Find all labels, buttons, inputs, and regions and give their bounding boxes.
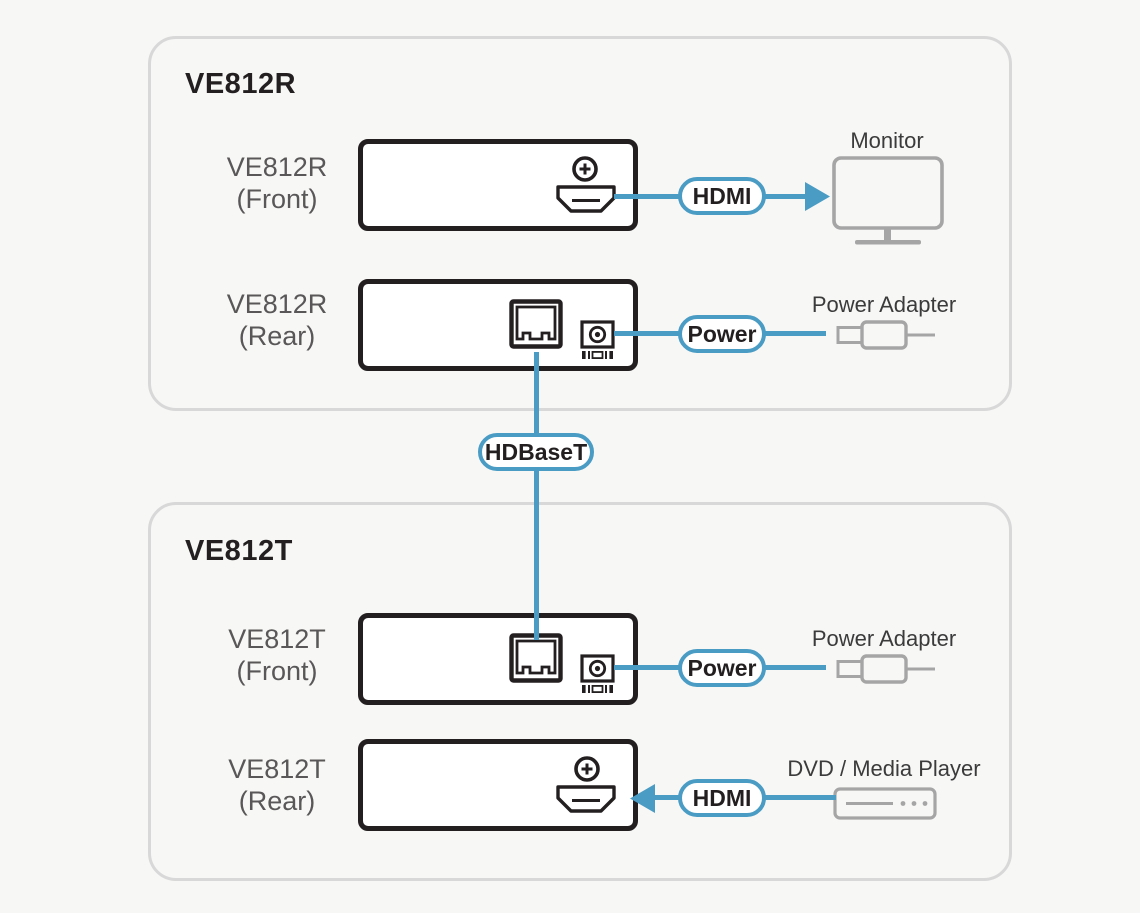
power-badge: Power — [678, 649, 766, 687]
power-cable-line — [614, 331, 682, 336]
arrow-right-icon — [805, 182, 830, 211]
row-label-line1: VE812T — [228, 754, 326, 784]
hdmi-cable-line — [764, 194, 808, 199]
power-cable-line — [764, 665, 826, 670]
row-label-ve812r-front: VE812R (Front) — [177, 151, 377, 215]
row-label-line1: VE812R — [226, 152, 328, 182]
hdmi-badge: HDMI — [678, 779, 766, 817]
panel-ve812r-title: VE812R — [185, 68, 297, 100]
power-badge: Power — [678, 315, 766, 353]
power-cable-line — [764, 331, 826, 336]
row-label-ve812t-front: VE812T (Front) — [177, 623, 377, 687]
rj45-port-icon — [509, 299, 563, 349]
rj45-port-icon — [509, 633, 563, 683]
power-adapter-icon — [836, 654, 935, 684]
hdmi-cable-line — [614, 194, 682, 199]
monitor-label: Monitor — [850, 128, 924, 153]
row-label-line1: VE812T — [228, 624, 326, 654]
screw-icon — [572, 156, 598, 182]
hdmi-port-icon — [556, 185, 616, 213]
power-cable-line — [614, 665, 682, 670]
dc-jack-icon — [580, 320, 615, 359]
row-label-line2: (Front) — [236, 184, 318, 214]
dvd-media-player-label: DVD / Media Player — [787, 756, 981, 781]
power-adapter-label: Power Adapter — [811, 292, 957, 317]
panel-ve812r — [148, 36, 1012, 411]
dvd-media-player-icon — [833, 787, 937, 820]
dc-jack-icon — [580, 654, 615, 693]
monitor-icon — [832, 156, 944, 245]
row-label-line2: (Front) — [236, 656, 318, 686]
hdmi-cable-line — [764, 795, 836, 800]
row-label-ve812r-rear: VE812R (Rear) — [177, 288, 377, 352]
panel-ve812t-title: VE812T — [185, 535, 293, 567]
power-adapter-icon — [836, 320, 935, 350]
hdbaset-cable-line — [534, 352, 539, 640]
device-ve812r-front — [358, 139, 638, 231]
panel-ve812t — [148, 502, 1012, 881]
row-label-line2: (Rear) — [238, 786, 316, 816]
hdmi-badge: HDMI — [678, 177, 766, 215]
hdmi-port-icon — [556, 785, 616, 813]
hdmi-cable-line — [652, 795, 682, 800]
arrow-left-icon — [630, 784, 655, 813]
screw-icon — [574, 756, 600, 782]
hdbaset-badge: HDBaseT — [478, 433, 594, 471]
row-label-ve812t-rear: VE812T (Rear) — [177, 753, 377, 817]
row-label-line2: (Rear) — [238, 321, 316, 351]
power-adapter-label: Power Adapter — [811, 626, 957, 651]
row-label-line1: VE812R — [226, 289, 328, 319]
device-ve812t-rear — [358, 739, 638, 831]
